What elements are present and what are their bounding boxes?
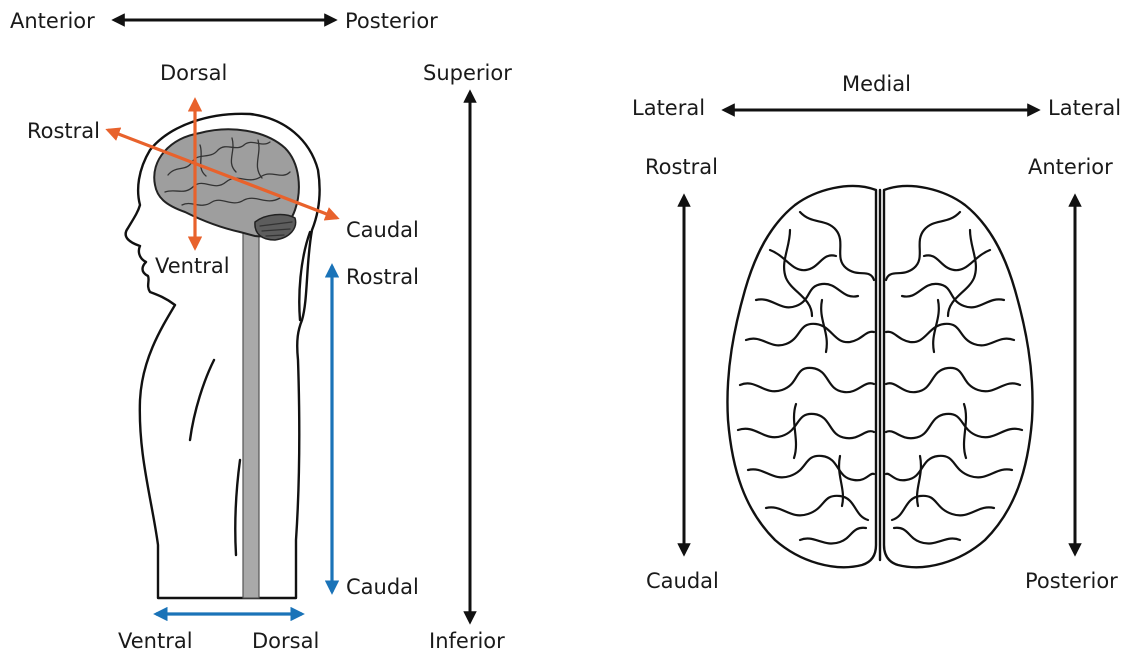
spinal-cord bbox=[243, 232, 259, 598]
label-inferior: Inferior bbox=[429, 629, 505, 653]
human-profile-figure bbox=[126, 114, 320, 598]
label-lateral-left: Lateral bbox=[632, 96, 705, 120]
label-ventral-head: Ventral bbox=[155, 254, 230, 278]
label-dorsal-head: Dorsal bbox=[160, 61, 227, 85]
label-dorsal-base: Dorsal bbox=[252, 629, 319, 653]
label-ventral-base: Ventral bbox=[118, 629, 193, 653]
label-rostral-head: Rostral bbox=[27, 119, 100, 143]
label-caudal-head: Caudal bbox=[346, 218, 419, 242]
label-caudal-spine: Caudal bbox=[346, 575, 419, 599]
cerebellum bbox=[255, 215, 296, 240]
top-view-brain bbox=[727, 186, 1032, 567]
label-rostral-brain: Rostral bbox=[645, 155, 718, 179]
label-lateral-right: Lateral bbox=[1048, 96, 1121, 120]
label-medial: Medial bbox=[842, 72, 911, 96]
label-posterior-brain: Posterior bbox=[1025, 569, 1118, 593]
label-posterior-top: Posterior bbox=[345, 9, 438, 33]
label-anterior-top: Anterior bbox=[10, 9, 95, 33]
label-rostral-spine: Rostral bbox=[346, 265, 419, 289]
label-anterior-brain: Anterior bbox=[1028, 155, 1113, 179]
label-superior: Superior bbox=[423, 61, 512, 85]
label-caudal-brain: Caudal bbox=[646, 569, 719, 593]
